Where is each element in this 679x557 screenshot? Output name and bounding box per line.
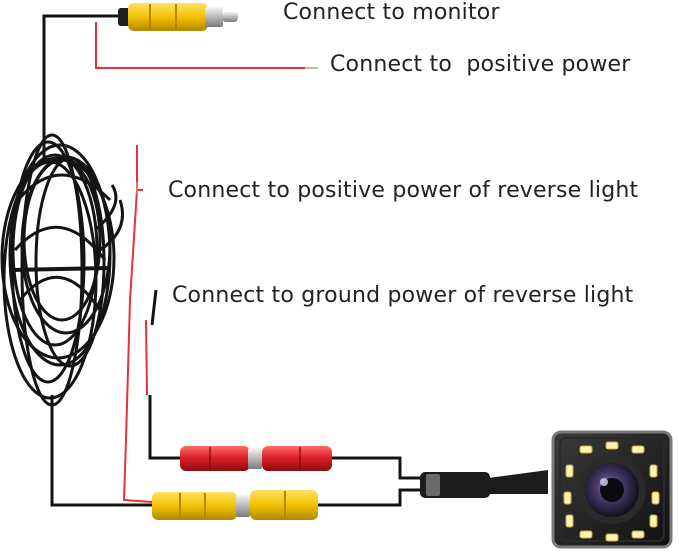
label-connect-positive-power: Connect to positive power <box>330 52 631 77</box>
backup-camera-icon <box>551 430 673 549</box>
red-rca-plug-icon <box>180 446 332 471</box>
label-reverse-light-ground: Connect to ground power of reverse light <box>172 283 634 308</box>
cable-coil <box>0 133 124 407</box>
yellow-rca-plug-icon <box>118 3 238 31</box>
cable-junction <box>420 470 548 498</box>
led-ring <box>563 441 660 542</box>
red-wires <box>95 22 305 503</box>
ground-wire-end <box>150 289 158 326</box>
yellow-rca-coupler <box>152 490 318 520</box>
label-reverse-light-positive: Connect to positive power of reverse lig… <box>168 178 639 203</box>
cable-runs <box>42 14 425 507</box>
label-connect-monitor: Connect to monitor <box>283 0 500 25</box>
